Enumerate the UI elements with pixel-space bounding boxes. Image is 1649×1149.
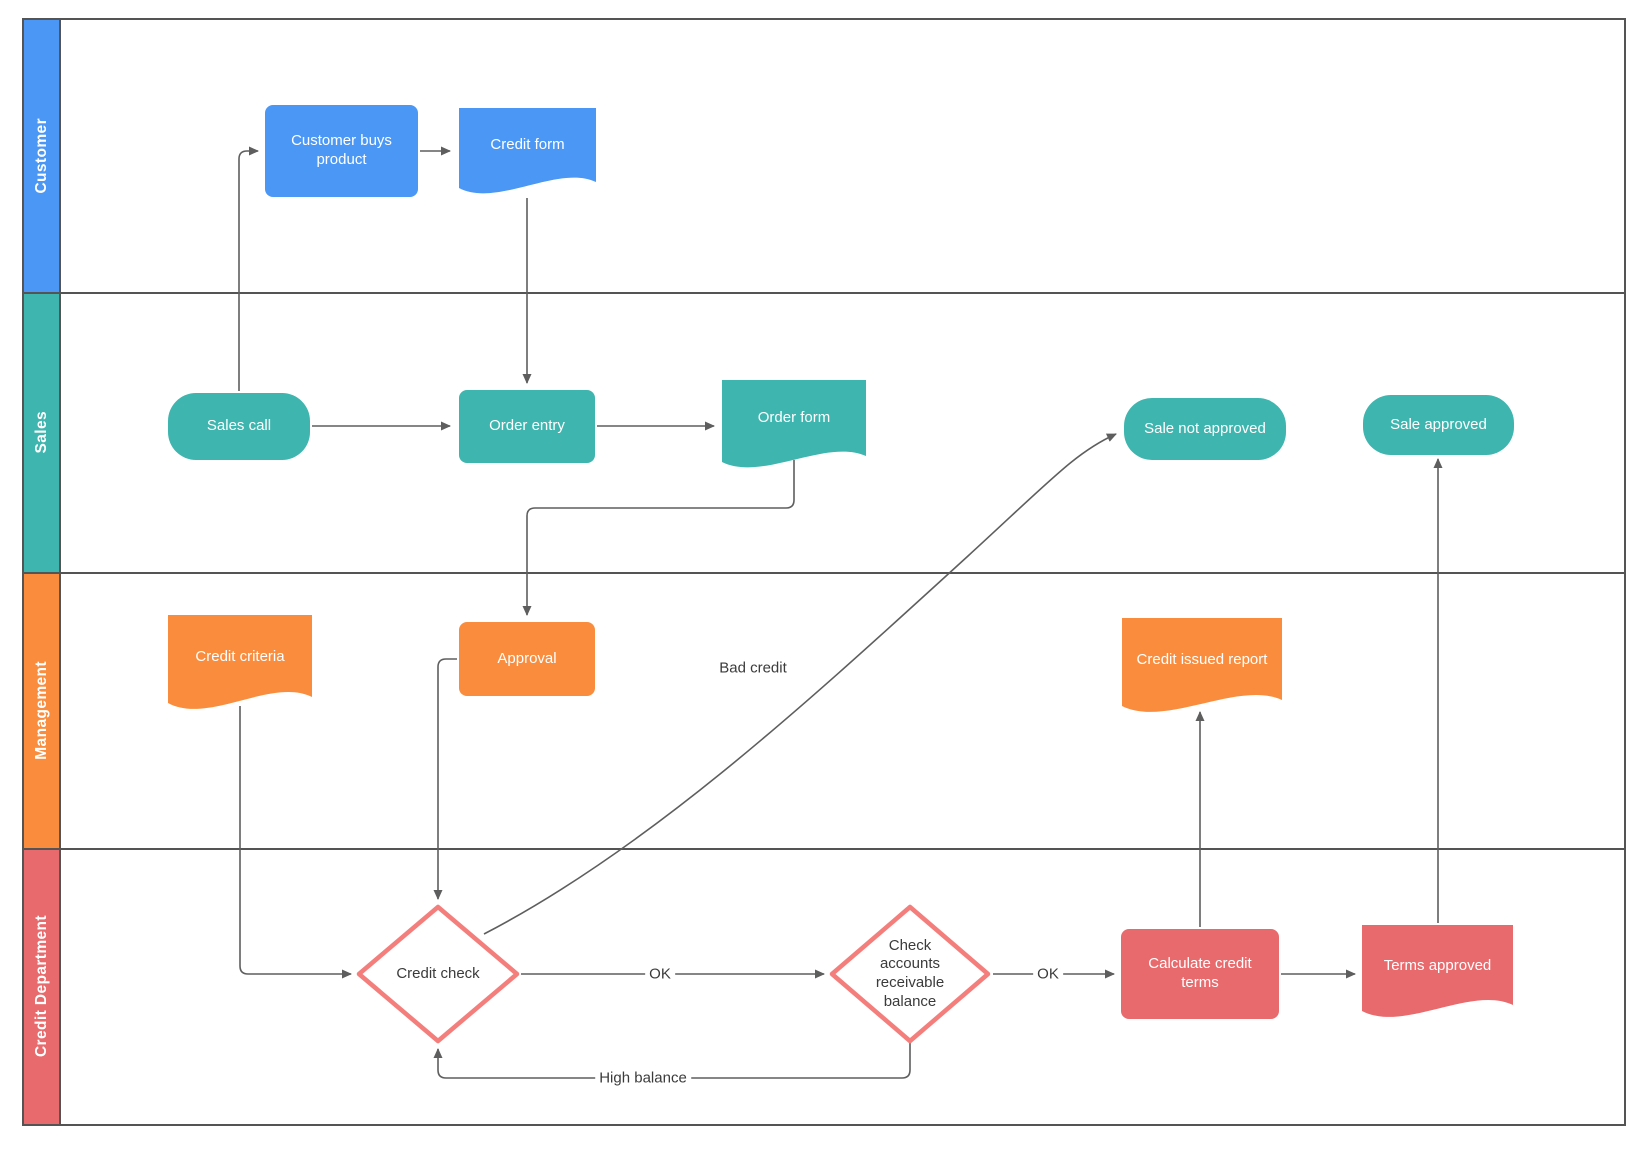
node-sale-approved: Sale approved [1363,395,1514,455]
node-credit-check: Credit check [355,903,521,1045]
node-sales-call: Sales call [168,393,310,460]
lane-divider-management-credit [22,848,1626,850]
node-terms-approved-label: Terms approved [1383,956,1492,974]
node-order-form: Order form [722,380,866,472]
node-customer-buys-product-label: Customer buys product [291,132,392,168]
node-sale-not-approved: Sale not approved [1124,398,1286,460]
node-credit-form-label: Credit form [490,135,565,153]
node-credit-criteria: Credit criteria [168,615,312,715]
edge-label-ok-credit-check: OK [645,965,675,983]
lane-label-sales: Sales [32,410,50,454]
node-credit-issued-report-label: Credit issued report [1136,650,1268,668]
node-credit-issued-report: Credit issued report [1122,618,1282,718]
node-sale-not-approved-label: Sale not approved [1144,419,1266,437]
document-shape [1122,618,1282,712]
node-order-entry: Order entry [459,390,595,463]
node-order-entry-label: Order entry [489,417,565,435]
edge-label-bad-credit: Bad credit [715,659,791,677]
node-terms-approved: Terms approved [1362,925,1513,1023]
node-customer-buys-product: Customer buys product [265,105,418,197]
decision-diamond [829,904,991,1044]
lane-label-customer: Customer [32,118,50,194]
edge-label-high-balance: High balance [595,1069,691,1087]
lane-label-management: Management [32,660,50,760]
node-credit-criteria-label: Credit criteria [195,647,285,665]
node-credit-check-label: Credit check [396,964,480,982]
document-shape [1362,925,1513,1017]
lane-divider-sales-management [22,572,1626,574]
node-check-accounts-receivable-balance: Check accounts receivable balance [828,903,992,1045]
node-credit-form: Credit form [459,108,596,198]
node-sale-approved-label: Sale approved [1390,415,1487,433]
document-shape [722,380,866,468]
edge-label-ok-accounts: OK [1033,965,1063,983]
node-order-form-label: Order form [757,408,831,426]
node-calculate-credit-terms-label: Calculate credit terms [1148,955,1252,991]
node-approval: Approval [459,622,595,696]
lane-label-credit-department: Credit Department [32,914,50,1058]
document-shape [168,615,312,709]
document-shape [459,108,596,194]
node-check-accounts-label: Check accounts receivable balance [875,936,945,1010]
decision-diamond [356,904,520,1044]
lane-header-sales: Sales [24,292,59,572]
node-approval-label: Approval [497,649,557,667]
lane-header-management: Management [24,572,59,848]
lane-divider-customer-sales [22,292,1626,294]
lane-header-credit-department: Credit Department [24,848,59,1124]
node-calculate-credit-terms: Calculate credit terms [1121,929,1279,1019]
lane-header-customer: Customer [24,20,59,292]
node-sales-call-label: Sales call [206,417,272,435]
